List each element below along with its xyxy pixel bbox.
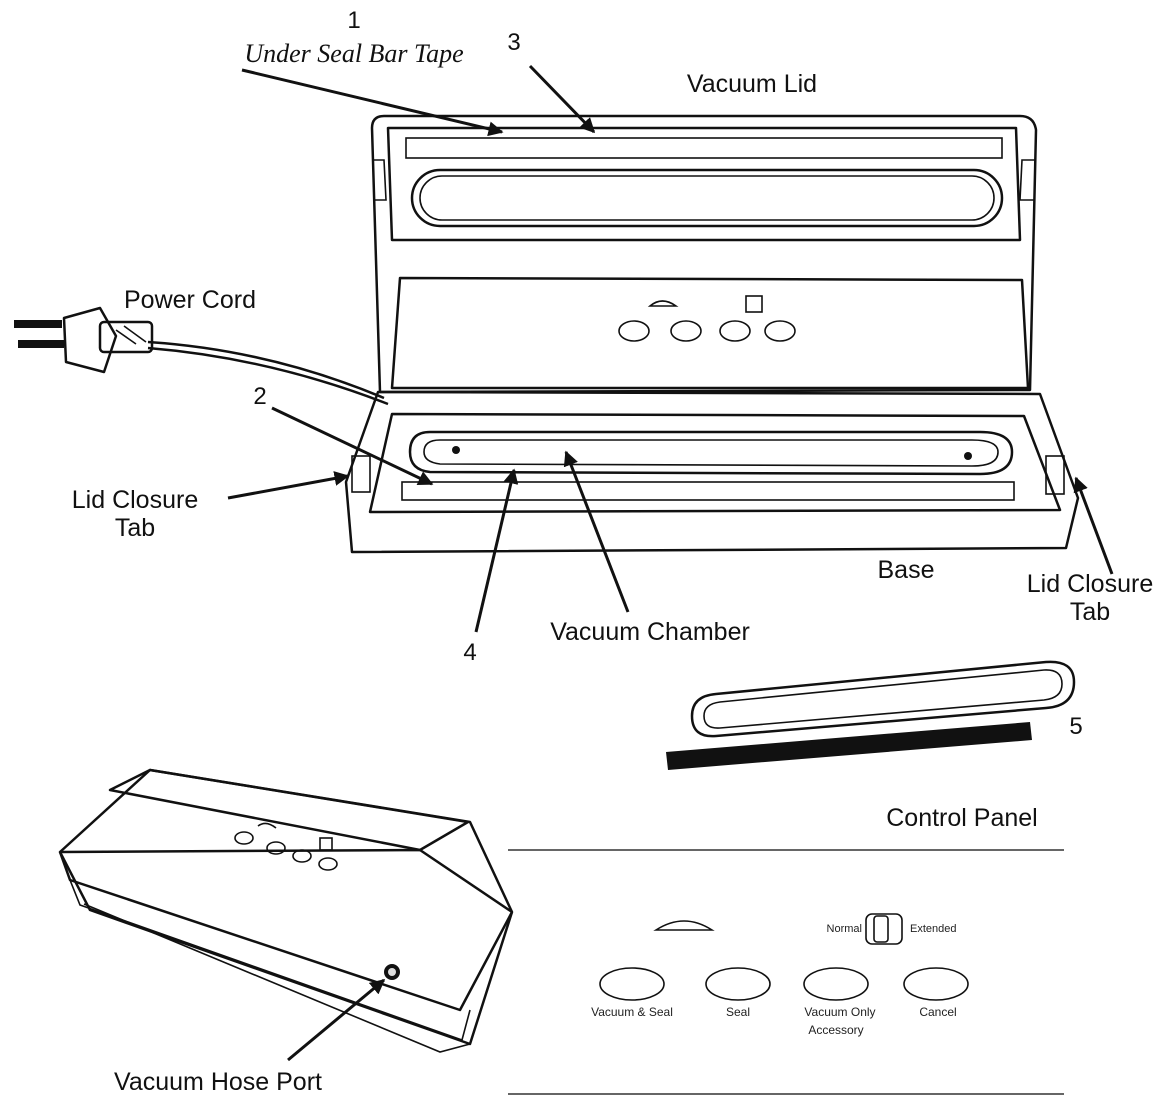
- callout-1: 1: [347, 7, 360, 34]
- lid-closure-tab-right-shape: [1045, 455, 1065, 495]
- closed-indicator-light-icon: [257, 822, 277, 829]
- indicator-light-icon: [647, 300, 679, 307]
- callout-2: 2: [253, 383, 266, 410]
- vacuum-only-button[interactable]: [803, 967, 869, 1001]
- mode-switch: [865, 913, 903, 945]
- callout-lid-closure-tab-right-line2: Tab: [1070, 598, 1110, 626]
- vacuum-lid-shell: [370, 114, 1038, 394]
- replacement-gasket-and-tape: [666, 660, 1076, 770]
- control-panel-title: Control Panel: [886, 804, 1037, 832]
- callout-vacuum-hose-port: Vacuum Hose Port: [114, 1068, 322, 1096]
- arrow-2: [271, 406, 434, 486]
- vacuum-only-label: Vacuum Only: [804, 1005, 875, 1019]
- power-cord-line: [147, 340, 385, 400]
- callout-base: Base: [878, 556, 935, 584]
- callout-5: 5: [1069, 713, 1082, 740]
- vacuum-seal-label: Vacuum & Seal: [591, 1005, 673, 1019]
- cancel-button[interactable]: [903, 967, 969, 1001]
- vacuum-only-sublabel: Accessory: [808, 1023, 863, 1037]
- callout-4: 4: [463, 639, 476, 666]
- callout-3: 3: [507, 29, 520, 56]
- arrow-3: [528, 64, 596, 134]
- upper-seal-bar: [405, 137, 1003, 159]
- arrow-1: [241, 68, 504, 137]
- seal-label: Seal: [726, 1005, 750, 1019]
- arrow-lid-tab-right: [1073, 476, 1114, 575]
- switch-normal-label: Normal: [827, 923, 862, 935]
- arrow-vacuum-hose-port: [287, 978, 386, 1062]
- panel-indicator-light-icon: [653, 920, 715, 931]
- lid-mode-switch-icon: [745, 295, 763, 313]
- callout-lid-closure-tab-left-line1: Lid Closure: [72, 486, 198, 514]
- lower-seal-bar: [401, 481, 1015, 501]
- callout-lid-closure-tab-left-line2: Tab: [115, 514, 155, 542]
- plug-body: [62, 306, 118, 374]
- arrow-4: [474, 468, 519, 633]
- arrow-vacuum-chamber: [563, 450, 630, 613]
- vacuum-seal-button[interactable]: [599, 967, 665, 1001]
- arrow-lid-tab-left: [227, 471, 350, 500]
- cancel-label: Cancel: [919, 1005, 956, 1019]
- callout-vacuum-lid: Vacuum Lid: [687, 70, 817, 98]
- closed-sealer-illustration: [58, 768, 514, 1053]
- callout-vacuum-chamber: Vacuum Chamber: [550, 618, 750, 646]
- lid-gasket: [410, 168, 1004, 228]
- replacement-gasket: [690, 660, 1076, 738]
- callout-lid-closure-tab-right-line1: Lid Closure: [1027, 570, 1153, 598]
- vacuum-chamber-gasket: [408, 430, 1014, 476]
- switch-extended-label: Extended: [910, 923, 956, 935]
- callout-under-seal-bar-tape: Under Seal Bar Tape: [244, 39, 463, 68]
- callout-power-cord: Power Cord: [124, 286, 256, 314]
- seal-button[interactable]: [705, 967, 771, 1001]
- lid-control-face: [390, 276, 1030, 390]
- lid-closure-tab-left-shape: [351, 455, 371, 493]
- control-panel-detail: Control Panel Normal Extended Vacuum & S…: [508, 804, 1064, 1095]
- replacement-seal-tape: [666, 722, 1032, 770]
